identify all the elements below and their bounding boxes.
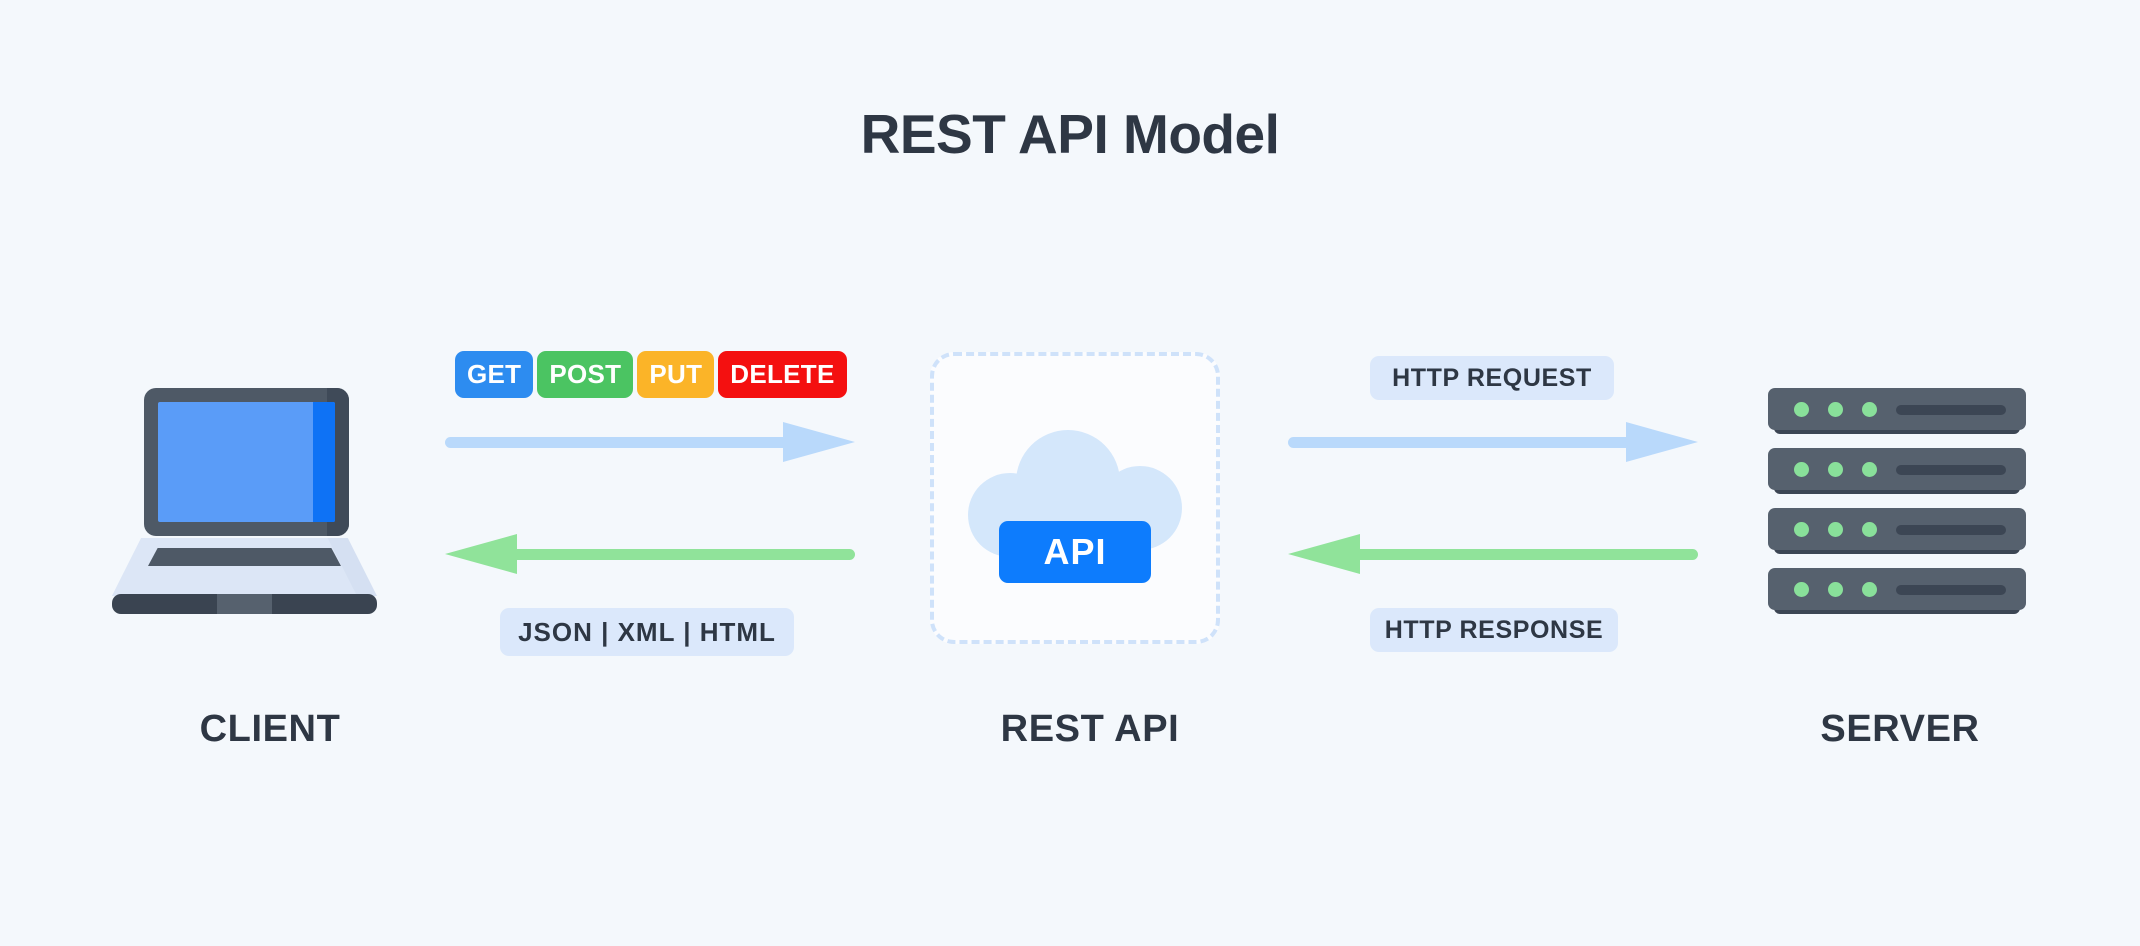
server-led (1794, 462, 1809, 477)
server-led (1862, 522, 1877, 537)
api-badge[interactable]: API (999, 521, 1151, 583)
response-formats-pill: JSON | XML | HTML (500, 608, 794, 656)
method-badge-delete[interactable]: DELETE (718, 351, 847, 398)
arrow-api-to-client (445, 534, 855, 574)
laptop-base-notch (217, 594, 272, 614)
server-led (1794, 522, 1809, 537)
server-label: SERVER (1820, 708, 1980, 750)
server-rack-unit (1768, 388, 2026, 438)
server-led (1828, 402, 1843, 417)
laptop-screen (158, 402, 335, 522)
method-badge-put[interactable]: PUT (637, 351, 715, 398)
arrow-server-to-api (1288, 534, 1698, 574)
laptop-deck-highlight (112, 538, 357, 596)
server-slot (1896, 585, 2006, 595)
server-rack-unit (1768, 508, 2026, 558)
server-led (1862, 402, 1877, 417)
http-method-badges: GET POST PUT DELETE (455, 351, 847, 398)
laptop-lid (144, 388, 349, 536)
rest-api-card: API (930, 352, 1220, 644)
server-led (1828, 522, 1843, 537)
method-badge-get[interactable]: GET (455, 351, 534, 398)
arrow-api-to-server (1288, 422, 1698, 462)
server-led (1794, 582, 1809, 597)
server-slot (1896, 525, 2006, 535)
laptop-icon (112, 388, 377, 618)
client-label: CLIENT (199, 708, 341, 750)
server-slot (1896, 405, 2006, 415)
page-title: REST API Model (860, 103, 1280, 165)
method-badge-post[interactable]: POST (537, 351, 634, 398)
laptop-keyboard (148, 548, 341, 566)
server-slot (1896, 465, 2006, 475)
server-rack-icon (1768, 388, 2026, 620)
arrow-client-to-api (445, 422, 855, 462)
http-response-pill: HTTP RESPONSE (1370, 608, 1618, 652)
server-rack-unit (1768, 568, 2026, 618)
server-led (1828, 462, 1843, 477)
laptop-screen-accent (313, 402, 335, 522)
rest-api-label: REST API (1000, 708, 1180, 750)
server-led (1794, 402, 1809, 417)
server-led (1862, 462, 1877, 477)
server-led (1862, 582, 1877, 597)
http-request-pill: HTTP REQUEST (1370, 356, 1614, 400)
server-rack-unit (1768, 448, 2026, 498)
server-led (1828, 582, 1843, 597)
